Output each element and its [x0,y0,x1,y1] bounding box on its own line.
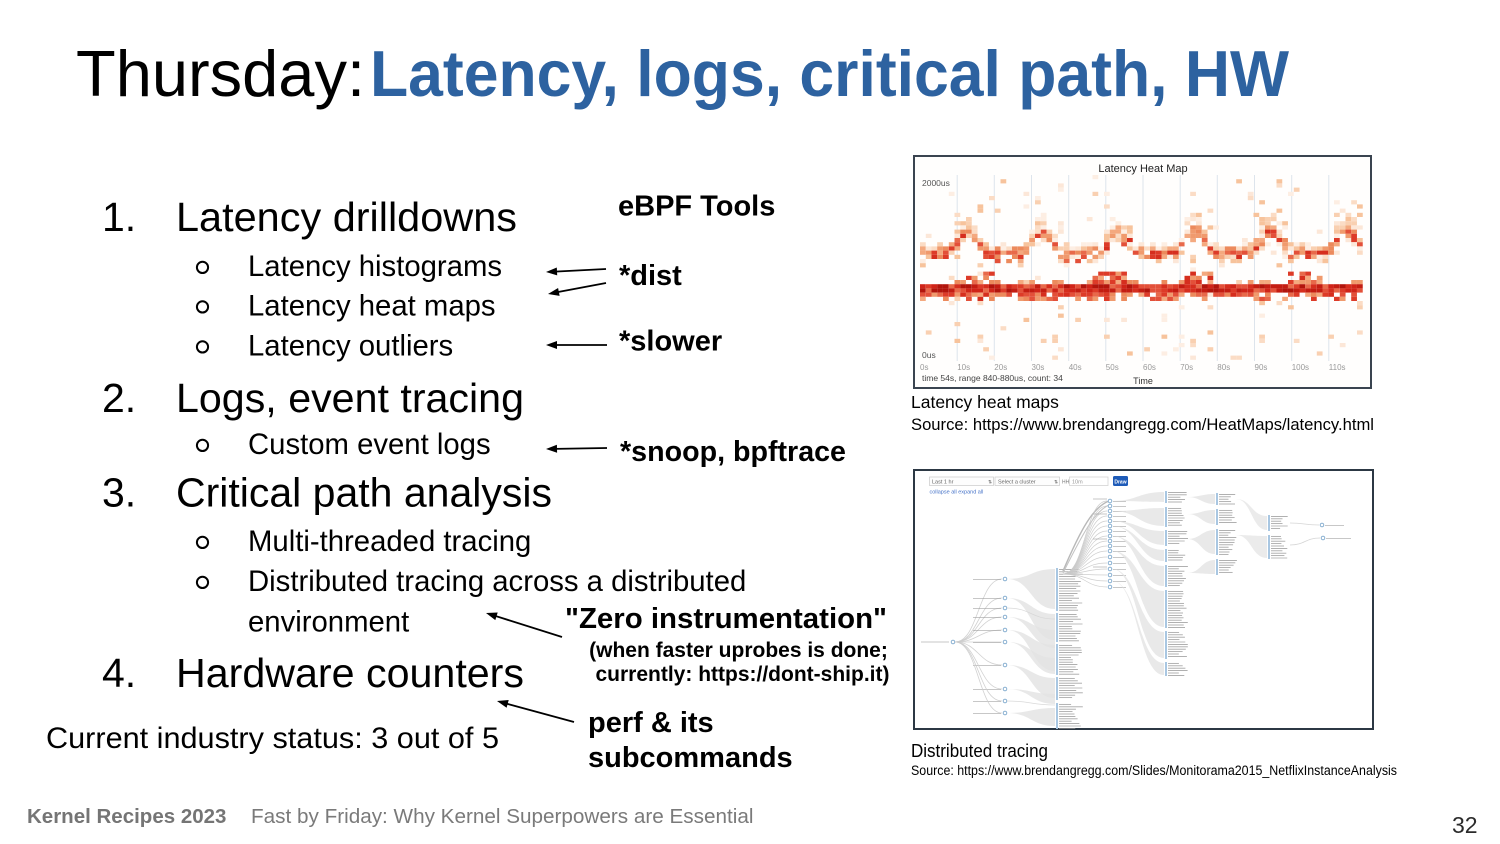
svg-text:(when faster uprobes is done;: (when faster uprobes is done; [589,639,888,662]
svg-text:time 54s, range 840-880us, cou: time 54s, range 840-880us, count: 34 [922,373,1063,383]
svg-text:4.: 4. [102,650,136,696]
svg-text:⇅: ⇅ [988,480,992,486]
svg-text:Source: https://www.brendangre: Source: https://www.brendangregg.com/Hea… [911,415,1374,434]
svg-text:Latency heat maps: Latency heat maps [911,392,1059,412]
svg-text:perf & its: perf & its [588,707,714,739]
svg-text:3.: 3. [102,470,136,516]
svg-text:*slower: *slower [619,326,722,358]
svg-text:Source: https://www.brendangre: Source: https://www.brendangregg.com/Sli… [911,763,1397,778]
svg-text:Logs, event tracing: Logs, event tracing [176,375,524,421]
svg-text:Hardware counters: Hardware counters [176,650,524,696]
svg-text:HH: HH [1062,480,1070,486]
svg-text:Distributed tracing across a d: Distributed tracing across a distributed [248,565,746,598]
svg-text:Latency Heat Map: Latency Heat Map [1098,163,1187,175]
svg-text:0us: 0us [922,350,936,360]
svg-text:Draw: Draw [1114,479,1126,485]
svg-text:eBPF Tools: eBPF Tools [618,191,775,223]
svg-text:Latency histograms: Latency histograms [248,250,502,283]
svg-text:100s: 100s [1292,363,1309,372]
svg-text:"Zero instrumentation": "Zero instrumentation" [565,603,887,635]
svg-text:1.: 1. [102,194,136,240]
svg-text:2.: 2. [102,375,136,421]
svg-text:Latency outliers: Latency outliers [248,330,453,363]
svg-text:2000us: 2000us [922,178,950,188]
svg-text:50s: 50s [1106,363,1119,372]
svg-text:collapse all expand all: collapse all expand all [930,490,984,496]
svg-text:90s: 90s [1255,363,1268,372]
svg-text:60s: 60s [1143,363,1156,372]
svg-text:*snoop, bpftrace: *snoop, bpftrace [620,436,846,468]
svg-text:110s: 110s [1329,363,1346,372]
svg-text:Custom event logs: Custom event logs [248,428,491,461]
svg-text:subcommands: subcommands [588,742,793,774]
svg-text:Time: Time [1133,376,1153,386]
svg-text:Kernel Recipes 2023: Kernel Recipes 2023 [27,805,226,828]
svg-text:0s: 0s [920,363,928,372]
svg-text:Critical path analysis: Critical path analysis [176,470,552,516]
svg-text:32: 32 [1452,812,1478,838]
svg-text:30s: 30s [1032,363,1045,372]
svg-text:20s: 20s [994,363,1007,372]
svg-text:Multi-threaded tracing: Multi-threaded tracing [248,525,531,558]
svg-text:Fast by Friday: Why Kernel Sup: Fast by Friday: Why Kernel Superpowers a… [251,805,753,828]
svg-text:Latency, logs, critical path,: Latency, logs, critical path, HW [370,37,1290,110]
svg-text:currently: https://dont-ship.i: currently: https://dont-ship.it) [596,663,890,686]
svg-text:10m: 10m [1072,480,1083,486]
svg-text:Thursday:: Thursday: [76,37,365,110]
svg-text:⇅: ⇅ [1054,480,1058,486]
svg-text:Latency heat maps: Latency heat maps [248,290,496,323]
svg-text:80s: 80s [1217,363,1230,372]
svg-text:40s: 40s [1069,363,1082,372]
svg-text:Current industry status: 3 out: Current industry status: 3 out of 5 [46,722,499,755]
svg-text:Select a cluster: Select a cluster [998,480,1036,486]
svg-text:Distributed tracing: Distributed tracing [911,741,1048,761]
svg-text:Latency drilldowns: Latency drilldowns [176,194,517,240]
svg-text:70s: 70s [1180,363,1193,372]
svg-text:*dist: *dist [619,260,682,292]
svg-text:Last 1 hr: Last 1 hr [932,480,954,486]
svg-text:environment: environment [248,606,409,639]
svg-text:10s: 10s [957,363,970,372]
